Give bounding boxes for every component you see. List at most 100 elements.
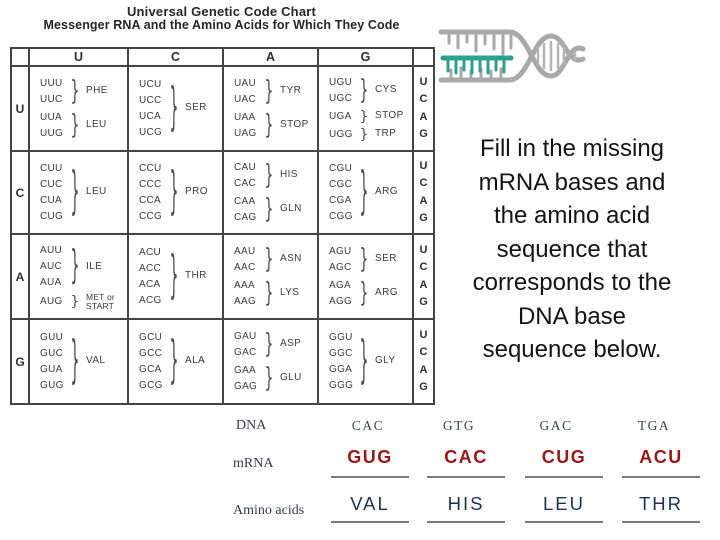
amino-acid-label: ASN: [280, 253, 302, 265]
amino-acid-label: GLN: [280, 203, 302, 215]
answer-blank: [525, 521, 603, 523]
codon: CCA: [139, 194, 162, 206]
codon: GUU: [40, 331, 64, 343]
amino-acid-answer: LEU: [543, 493, 585, 514]
brace-icon: }: [264, 194, 274, 225]
codon: GUA: [40, 363, 63, 375]
brace-icon: }: [359, 108, 369, 125]
brace-icon: }: [264, 76, 274, 107]
brace-icon: }: [169, 247, 179, 306]
page-subtitle: Messenger RNA and the Amino Acids for Wh…: [43, 18, 400, 32]
amino-acid-label: STOP: [375, 110, 404, 122]
codon: AAA: [234, 279, 255, 291]
codon: CGU: [329, 162, 353, 174]
answer-blank: [622, 521, 700, 523]
codon: ACU: [139, 246, 162, 258]
amino-acid-label: HIS: [280, 169, 298, 181]
codon: GAU: [234, 330, 257, 342]
brace-icon: }: [70, 163, 80, 222]
brace-icon: }: [359, 75, 369, 106]
codon: CCC: [139, 178, 162, 190]
answer-blank: [525, 476, 603, 478]
right-column-letter: C: [419, 261, 428, 273]
codon: CAG: [234, 211, 257, 223]
amino-acid-label: ASP: [280, 338, 302, 350]
codon: ACA: [139, 278, 161, 290]
question-line: Fill in the missing: [479, 135, 665, 162]
amino-acid-answer: THR: [638, 493, 684, 514]
brace-icon: }: [359, 278, 369, 309]
codon: UUC: [40, 93, 63, 105]
worksheet-label-amino: Amino acids: [233, 503, 305, 518]
amino-acid-label: GLY: [375, 355, 396, 367]
codon: UCC: [139, 94, 162, 106]
brace-icon: }: [359, 332, 369, 391]
row-header: G: [10, 318, 30, 405]
codon-group: UGA}STOP: [329, 109, 412, 125]
codon: CUC: [40, 178, 63, 190]
codon: UCG: [139, 126, 163, 138]
codon: UCA: [139, 110, 162, 122]
answer-blank: [331, 521, 409, 523]
right-column-letter: G: [419, 128, 428, 140]
amino-acid-label: LEU: [86, 186, 107, 198]
amino-acid-label: LYS: [280, 287, 300, 299]
codon: AGA: [329, 279, 352, 291]
right-column-letter: C: [419, 177, 428, 189]
codon: AUA: [40, 277, 62, 288]
right-column-letter: U: [419, 75, 428, 88]
right-column-letter: U: [419, 159, 428, 172]
dna-codon: GAC: [539, 418, 573, 433]
answer-blank: [331, 476, 409, 478]
amino-acid-label: PHE: [86, 85, 108, 97]
dna-codon: TGA: [637, 418, 671, 433]
dna-helix-illustration: [438, 29, 586, 83]
corner-cell: [412, 47, 435, 67]
right-column-letter: C: [419, 93, 428, 105]
answer-blank: [427, 476, 505, 478]
codon: CGG: [329, 210, 353, 222]
amino-acid-label: TYR: [280, 85, 302, 97]
amino-acid-answer: HIS: [447, 493, 485, 514]
brace-icon: }: [70, 76, 80, 107]
brace-icon: }: [70, 332, 80, 391]
worksheet-label-dna: DNA: [236, 418, 267, 433]
amino-acid-label: CYS: [375, 84, 397, 96]
brace-icon: }: [359, 244, 369, 275]
codon: GAA: [234, 364, 257, 376]
codon: CUG: [40, 210, 64, 222]
amino-acid-label: SER: [375, 253, 397, 265]
brace-icon: }: [264, 244, 274, 275]
amino-acid-label: STOP: [280, 119, 309, 131]
mrna-answer: ACU: [639, 447, 683, 467]
codon: GGA: [329, 363, 353, 375]
codon: UGC: [329, 92, 353, 104]
codon: GAC: [234, 346, 257, 358]
codon: CAC: [234, 177, 257, 189]
